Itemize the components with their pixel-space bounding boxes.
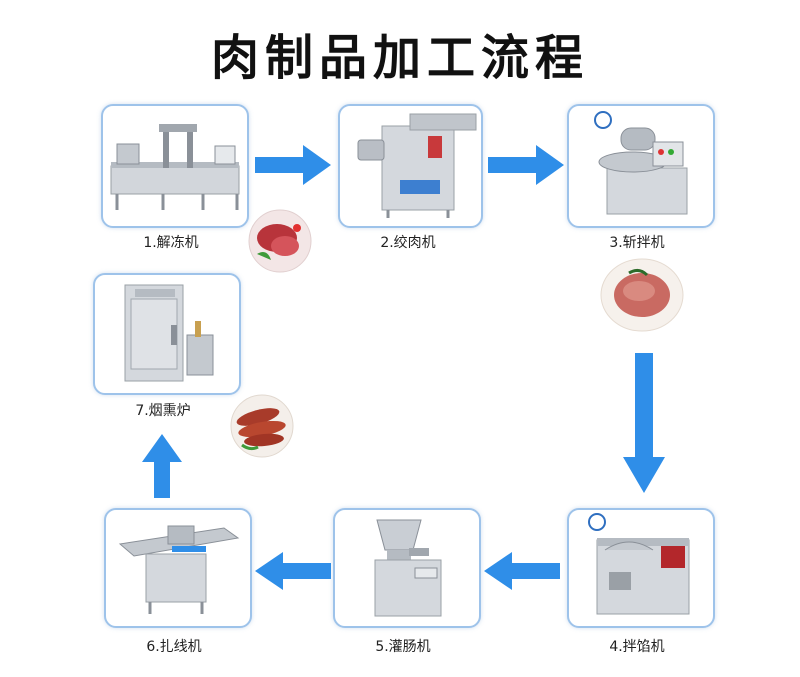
sausage-filler-icon	[374, 519, 442, 617]
arrow-left-5-to-6	[255, 552, 331, 590]
step-6-card	[104, 508, 252, 628]
step-4-label: 4.拌馅机	[609, 639, 665, 655]
sausage-tying-machine-icon	[118, 525, 240, 614]
step-6-label: 6.扎线机	[146, 639, 202, 655]
step-7-card	[93, 273, 241, 395]
smoked-sausage-photo	[230, 394, 294, 458]
raw-meat-photo	[248, 209, 312, 273]
smoking-oven-icon	[124, 284, 214, 382]
arrow-right-2-to-3	[488, 145, 564, 185]
step-2-card	[338, 104, 483, 228]
arrow-down-3-to-4	[623, 353, 665, 493]
step-5-label: 5.灌肠机	[375, 639, 431, 655]
arrow-right-1-to-2	[255, 145, 331, 185]
minced-meat-photo	[600, 258, 684, 332]
arrow-up-6-to-7	[142, 434, 182, 498]
bowl-cutter-icon	[594, 111, 688, 215]
arrow-left-4-to-5	[484, 552, 560, 590]
step-2-label: 2.绞肉机	[380, 235, 436, 251]
step-4-card	[567, 508, 715, 628]
thawing-machine-icon	[110, 124, 240, 210]
page-title: 肉制品加工流程	[210, 30, 589, 86]
meat-grinder-icon	[357, 113, 477, 218]
step-3-card	[567, 104, 715, 228]
step-1-card	[101, 104, 249, 228]
step-7-label: 7.烟熏炉	[135, 403, 191, 419]
step-1-label: 1.解冻机	[143, 235, 199, 251]
step-5-card	[333, 508, 481, 628]
stuffing-mixer-icon	[588, 513, 690, 615]
step-3-label: 3.斩拌机	[609, 235, 665, 251]
